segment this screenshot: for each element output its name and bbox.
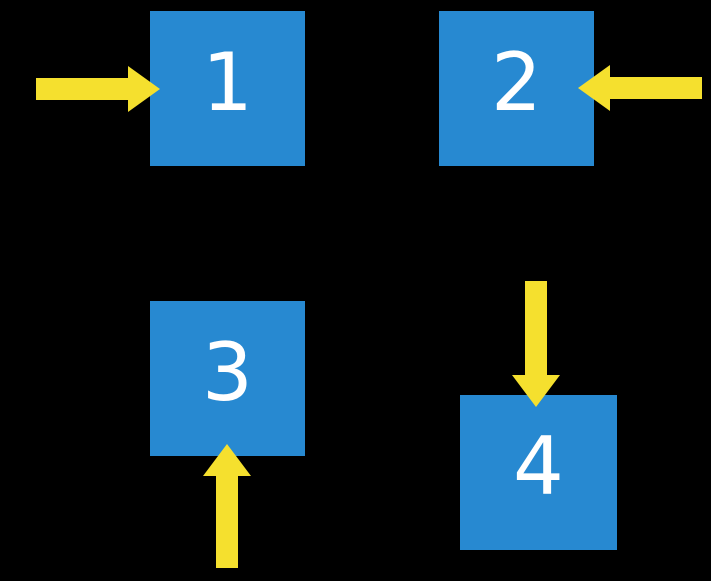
square-2-label: 2 [491,35,542,129]
arrow-head [128,66,160,112]
arrow-shaft [216,474,238,568]
arrow-shaft [525,281,547,377]
arrow-head [578,65,610,111]
arrow-shaft [605,77,702,99]
square-1-label: 1 [202,35,253,129]
square-3-label: 3 [202,325,253,419]
arrow-shaft [36,78,133,100]
arrow-right-icon [36,66,160,112]
arrow-down-icon [512,281,560,407]
square-2: 2 [439,11,594,166]
square-4: 4 [460,395,617,550]
square-1: 1 [150,11,305,166]
square-4-label: 4 [513,419,564,513]
arrow-up-icon [203,444,251,568]
arrow-left-icon [578,65,702,111]
square-3: 3 [150,301,305,456]
arrow-head [512,375,560,407]
arrow-head [203,444,251,476]
